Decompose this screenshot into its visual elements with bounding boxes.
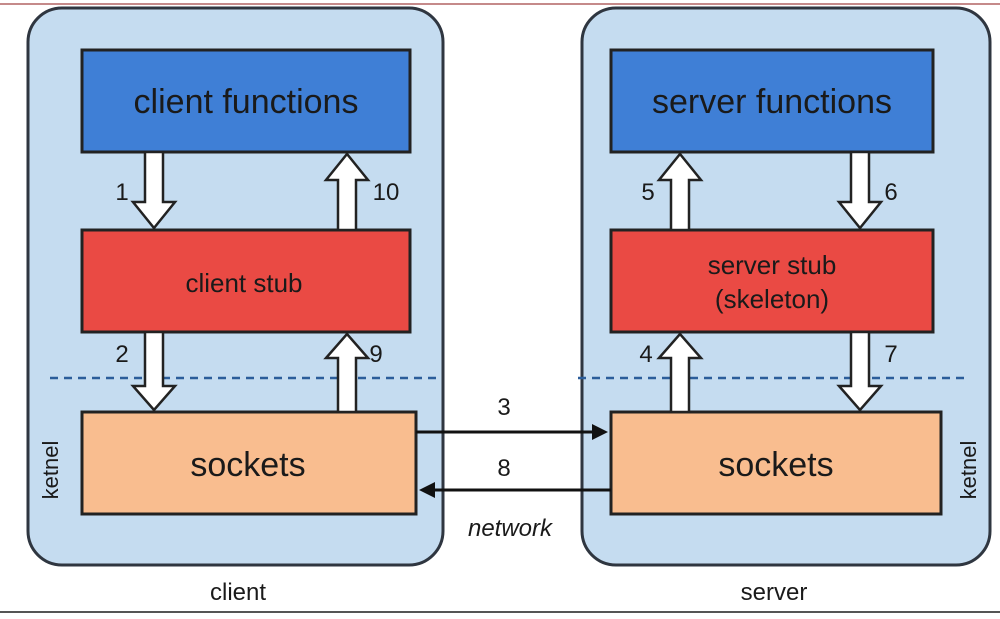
network-link: 3 8 network — [416, 394, 611, 542]
client-host: client functions client stub sockets ket… — [26, 6, 445, 567]
client-functions-label: client functions — [134, 83, 359, 121]
server-stub-label-line2: (skeleton) — [715, 284, 829, 314]
client-stub-box — [80, 228, 412, 334]
server-kernel-label: ketnel — [956, 441, 981, 500]
client-functions-box — [80, 48, 412, 154]
arrow-step-5 — [656, 152, 704, 232]
server-sockets-box — [609, 410, 943, 516]
step-7-label: 7 — [884, 341, 897, 368]
step-6-label: 6 — [884, 179, 897, 206]
arrow-step-2 — [130, 330, 178, 412]
arrow-step-6 — [836, 150, 884, 230]
arrow-step-9 — [323, 332, 371, 414]
step-9-label: 9 — [369, 341, 382, 368]
client-stub-label: client stub — [185, 268, 302, 298]
arrow-step-7 — [836, 330, 884, 412]
server-stub-label-line1: server stub — [708, 250, 837, 280]
server-host: server functions server stub (skeleton) … — [578, 6, 992, 567]
arrow-step-8-head — [419, 482, 435, 498]
step-2-label: 2 — [115, 341, 128, 368]
server-host-label: server — [741, 579, 808, 606]
step-5-label: 5 — [641, 179, 654, 206]
server-sockets-label: sockets — [718, 446, 833, 484]
network-label: network — [468, 515, 554, 542]
server-functions-label: server functions — [652, 83, 892, 121]
arrow-step-10 — [323, 152, 371, 232]
client-kernel-label: ketnel — [38, 441, 63, 500]
client-sockets-label: sockets — [190, 446, 305, 484]
step-8-label: 8 — [497, 455, 510, 482]
server-functions-box — [609, 48, 935, 154]
arrow-step-4 — [656, 332, 704, 414]
step-1-label: 1 — [115, 179, 128, 206]
server-stub-box — [609, 228, 935, 334]
step-3-label: 3 — [497, 394, 510, 421]
client-host-label: client — [210, 579, 266, 606]
arrow-step-3-head — [592, 424, 608, 440]
client-sockets-box — [80, 410, 418, 516]
arrow-step-1 — [130, 150, 178, 230]
step-10-label: 10 — [373, 179, 400, 206]
step-4-label: 4 — [639, 341, 652, 368]
